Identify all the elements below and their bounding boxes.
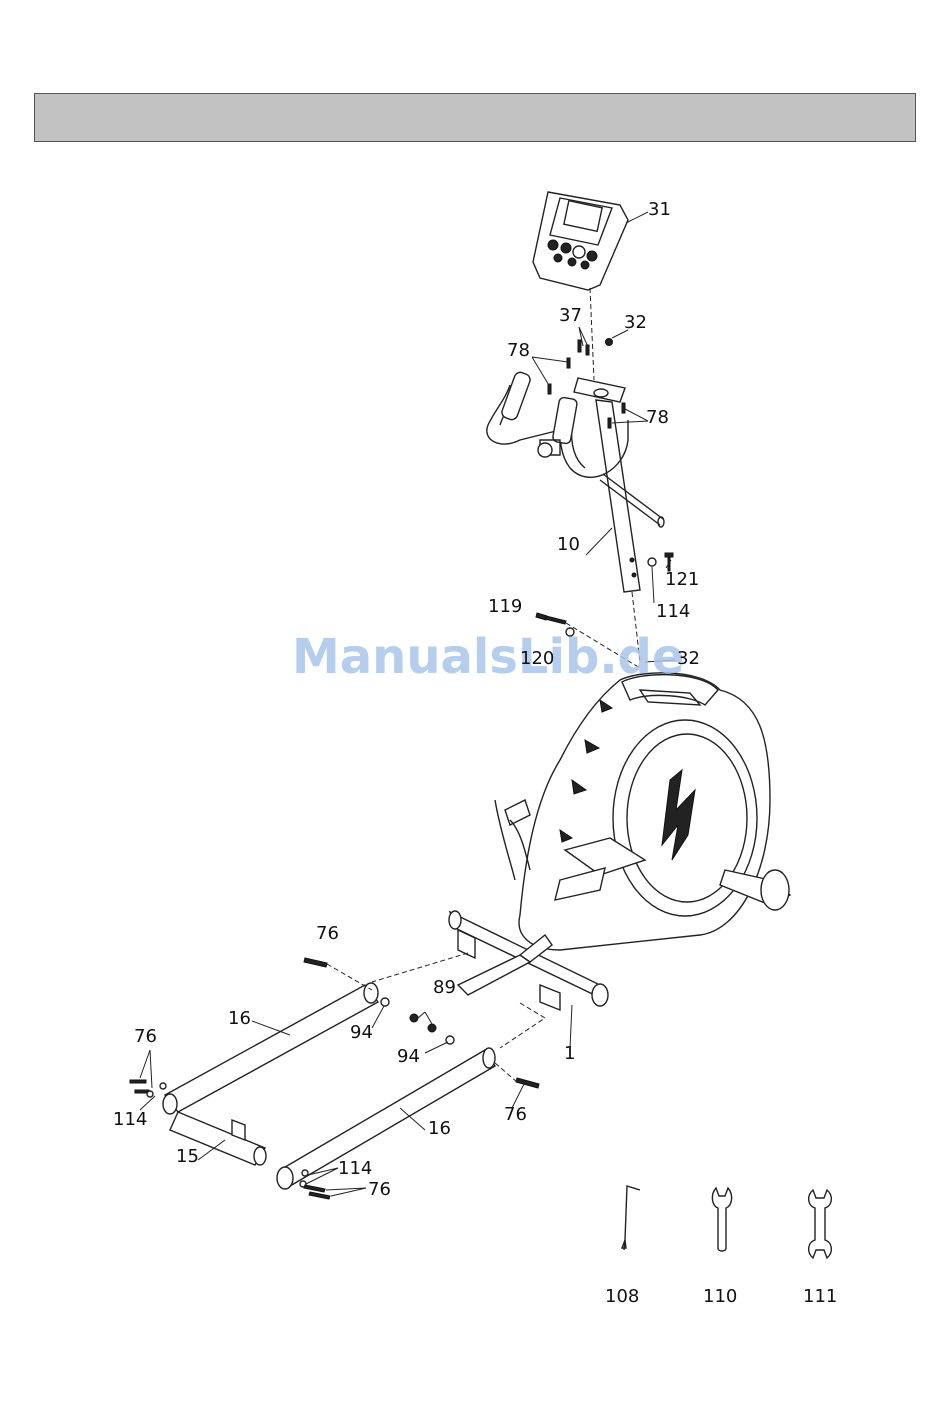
callout-label-c37: 37 <box>559 305 582 326</box>
rail-upper-part <box>163 983 378 1114</box>
tools-group: 108 110 111 <box>605 1186 837 1307</box>
callout-label-c1: 1 <box>564 1043 575 1064</box>
callout-label-c32a: 32 <box>624 312 647 333</box>
main-body-part <box>495 673 790 950</box>
tool-label-111: 111 <box>803 1286 837 1307</box>
allen-key-icon <box>622 1186 640 1250</box>
callout-label-c15: 15 <box>176 1146 199 1167</box>
callout-label-c119: 119 <box>488 596 522 617</box>
callout-label-c76c: 76 <box>504 1104 527 1125</box>
single-wrench-icon <box>712 1188 731 1251</box>
callout-label-c16a: 16 <box>228 1008 251 1029</box>
rail-lower-part <box>277 1048 495 1189</box>
callout-label-c31: 31 <box>648 199 671 220</box>
watermark-text: ManualsLib.de <box>292 629 684 685</box>
double-wrench-icon <box>809 1190 832 1258</box>
callout-label-c76b: 76 <box>134 1026 157 1047</box>
callout-label-c120: 120 <box>520 648 554 669</box>
tool-label-110: 110 <box>703 1286 737 1307</box>
callout-label-c114c: 114 <box>338 1158 372 1179</box>
callout-label-c114a: 114 <box>656 601 690 622</box>
callout-label-c32b: 32 <box>677 648 700 669</box>
callout-label-c76d: 76 <box>368 1179 391 1200</box>
callout-label-c121: 121 <box>665 569 699 590</box>
tool-label-108: 108 <box>605 1286 639 1307</box>
callout-label-c10: 10 <box>557 534 580 555</box>
callout-label-c94b: 94 <box>397 1046 420 1067</box>
callout-label-c78a: 78 <box>507 340 530 361</box>
console-part <box>533 192 628 290</box>
callout-label-c114b: 114 <box>113 1109 147 1130</box>
callout-label-c78b: 78 <box>646 407 669 428</box>
handlebar-mast-part <box>487 371 664 592</box>
callout-label-c76a: 76 <box>316 923 339 944</box>
callout-label-c16b: 16 <box>428 1118 451 1139</box>
callout-label-c89: 89 <box>433 977 456 998</box>
callout-label-c94a: 94 <box>350 1022 373 1043</box>
